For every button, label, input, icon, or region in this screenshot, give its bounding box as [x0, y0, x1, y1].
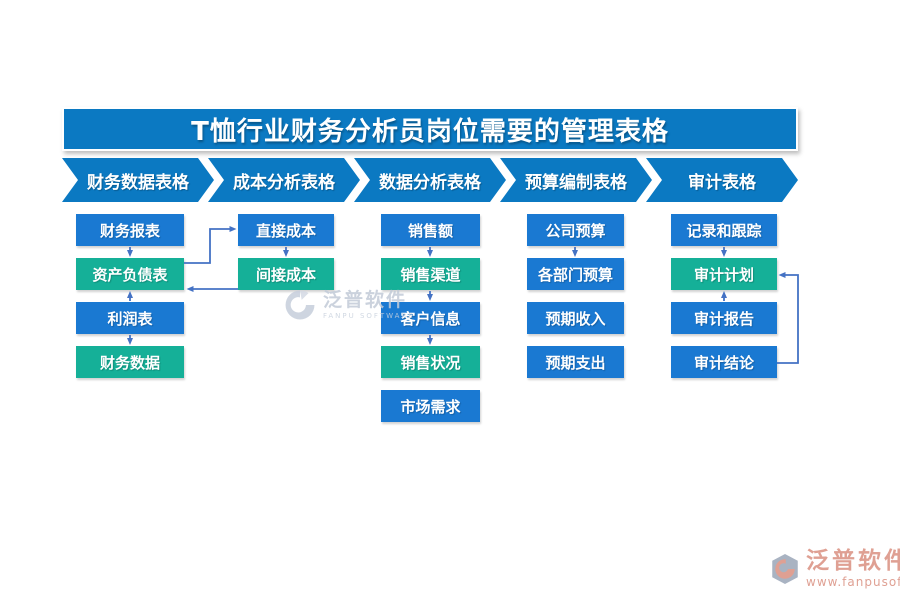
node-audit-conclusion: 审计结论: [671, 346, 777, 378]
node-balance-sheet: 资产负债表: [76, 258, 184, 290]
connector-audit-conclusion-to-audit-plan: [777, 272, 799, 364]
node-income-statement: 利润表: [76, 302, 184, 334]
watermark-url: www.fanpusoft.com: [806, 575, 900, 589]
node-financial-statements: 财务报表: [76, 214, 184, 246]
watermark-brand: 泛普软件: [323, 288, 408, 311]
stage-header-label: 预算编制表格: [525, 172, 627, 193]
node-sales-channel: 销售渠道: [381, 258, 480, 290]
node-record-and-tracking: 记录和跟踪: [671, 214, 777, 246]
fanpu-logo-icon: [285, 290, 315, 320]
connector-balance-sheet-to-direct-cost: [184, 226, 237, 264]
node-market-demand: 市场需求: [381, 390, 480, 422]
node-direct-cost: 直接成本: [238, 214, 334, 246]
node-department-budget: 各部门预算: [527, 258, 624, 290]
stage-header-label: 数据分析表格: [379, 172, 481, 193]
stage-header-label: 审计表格: [688, 172, 756, 193]
node-company-budget: 公司预算: [527, 214, 624, 246]
fanpu-logo-icon: [772, 554, 798, 584]
node-audit-report: 审计报告: [671, 302, 777, 334]
watermark-center: 泛普软件 FANPU SOFTWARE: [283, 288, 415, 322]
node-customer-info: 客户信息: [381, 302, 480, 334]
node-expected-expense: 预期支出: [527, 346, 624, 378]
node-sales-status: 销售状况: [381, 346, 480, 378]
stage-header-audit-tables: 审计表格: [646, 158, 798, 202]
watermark-brand: 泛普软件: [806, 548, 900, 574]
stage-header-data-analysis-tables: 数据分析表格: [354, 158, 506, 202]
node-expected-income: 预期收入: [527, 302, 624, 334]
stage-header-budgeting-tables: 预算编制表格: [500, 158, 652, 202]
stage-header-cost-analysis-tables: 成本分析表格: [208, 158, 360, 202]
node-indirect-cost: 间接成本: [238, 258, 334, 290]
node-financial-data: 财务数据: [76, 346, 184, 378]
watermark-subtext: FANPU SOFTWARE: [323, 311, 415, 320]
stage-header-label: 成本分析表格: [233, 172, 335, 193]
watermark-corner: 泛普软件 www.fanpusoft.com: [770, 550, 900, 588]
page-title: T恤行业财务分析员岗位需要的管理表格: [62, 107, 798, 151]
node-sales-amount: 销售额: [381, 214, 480, 246]
node-audit-plan: 审计计划: [671, 258, 777, 290]
stage-header-financial-data-tables: 财务数据表格: [62, 158, 214, 202]
stage-header-label: 财务数据表格: [87, 172, 189, 193]
